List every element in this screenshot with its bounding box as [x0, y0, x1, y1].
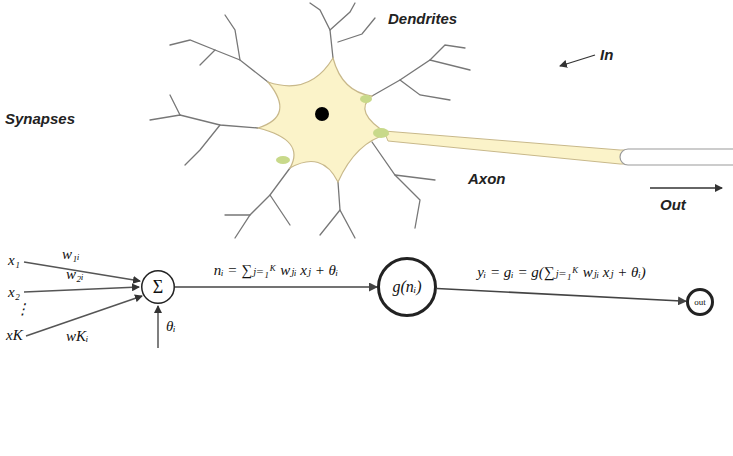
formula-label: yᵢ = gᵢ = g(∑ⱼ₌₁ᴷ wⱼᵢ xⱼ + θᵢ)	[475, 263, 648, 281]
dendrite-branches	[150, 3, 470, 238]
synapse	[373, 128, 389, 138]
signal-label: Out	[660, 196, 686, 213]
part-name: Dendrites	[388, 10, 457, 27]
weight-symbol: w₁ᵢ	[62, 246, 80, 263]
synapse	[360, 95, 372, 103]
output-circle: out	[686, 288, 714, 316]
input-wires	[24, 262, 158, 348]
weight-symbol: w₂ᵢ	[66, 266, 84, 283]
signal-arrow	[175, 286, 377, 288]
synapse	[276, 156, 290, 164]
part-name: Axon	[468, 170, 506, 187]
nucleus	[315, 107, 329, 121]
activation-circle: g(nᵢ)	[377, 257, 437, 317]
input-symbol: x₁	[8, 252, 20, 269]
weight-symbol: wKᵢ	[66, 328, 88, 345]
node-text: out	[694, 297, 706, 307]
input-arrow	[560, 55, 595, 66]
signal-label: In	[600, 46, 613, 63]
axon-sheath	[620, 149, 733, 165]
input-symbol: x₂	[8, 284, 20, 301]
output-arrow	[650, 187, 722, 188]
signal-arrow	[437, 289, 686, 302]
node-text: g(nᵢ)	[392, 278, 421, 296]
sum-circle: Σ	[141, 270, 175, 304]
formula-label: nᵢ = ∑ⱼ₌₁ᴷ wⱼᵢ xⱼ + θᵢ	[212, 261, 341, 279]
node-text: Σ	[153, 277, 163, 298]
input-symbol: xK	[6, 327, 23, 344]
bias-symbol: θᵢ	[166, 318, 176, 335]
cell-body	[258, 58, 388, 182]
part-name: Synapses	[5, 110, 75, 127]
ellipsis-dots: ⋮	[15, 300, 30, 318]
